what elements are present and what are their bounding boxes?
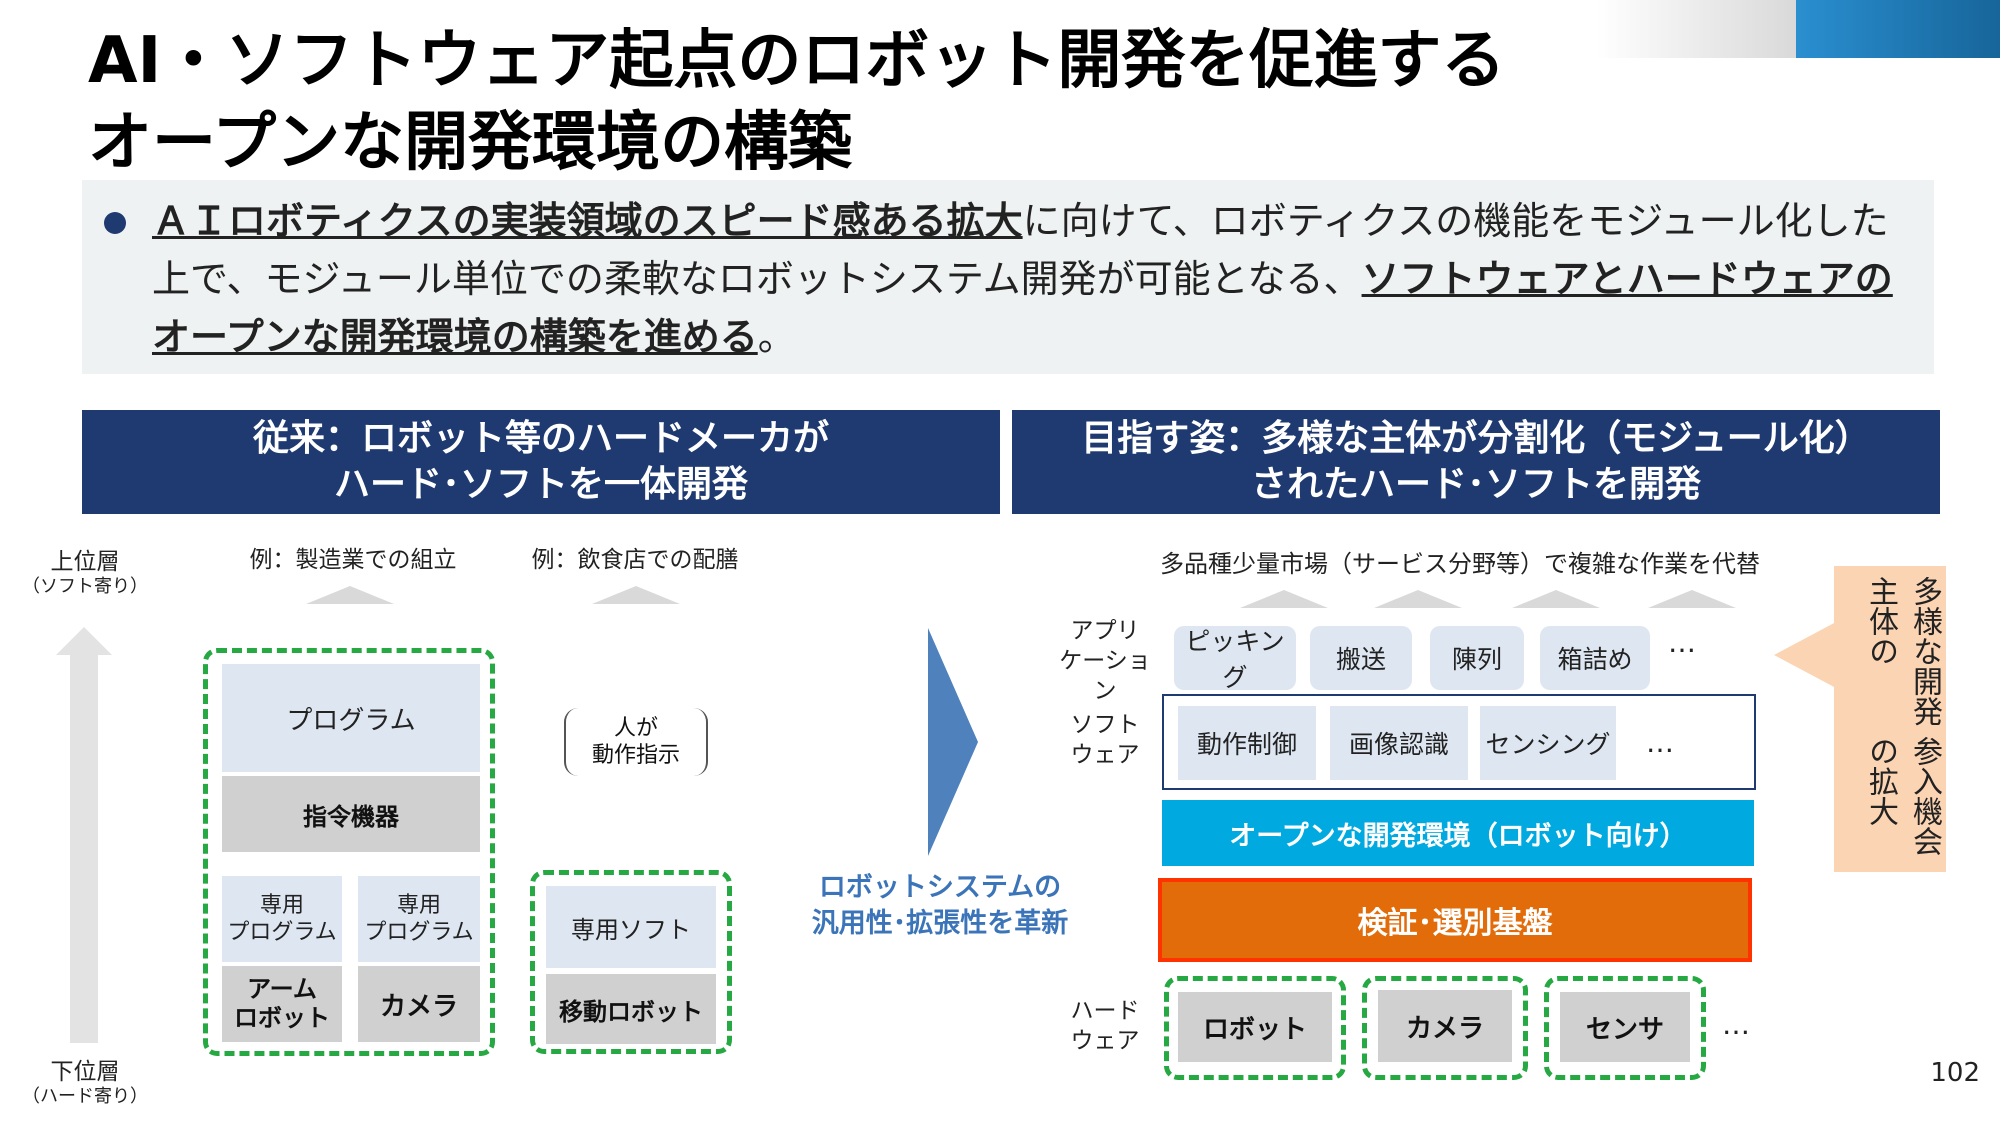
software-module-container: [1162, 694, 1756, 790]
example-restaurant: 例：飲食店での配膳: [531, 547, 739, 573]
upward-triangle-icon: [1240, 590, 1328, 608]
hardware-sensor: センサ: [1560, 992, 1690, 1062]
dedicated-program-box-arm: 専用 プログラム: [222, 876, 342, 962]
app-picking: ピッキング: [1174, 626, 1296, 692]
hardware-layer-label: ハード ウェア: [1070, 998, 1140, 1054]
camera-box-left: カメラ: [358, 966, 480, 1042]
participation-callout: 多様な開発主体の 参入機会の拡大: [1834, 566, 1946, 872]
command-device-box: 指令機器: [222, 776, 480, 852]
right-section-header: 目指す姿：多様な主体が分割化（モジュール化） されたハード･ソフトを開発: [1012, 410, 1940, 514]
page-title: AI・ソフトウェア起点のロボット開発を促進する オープンな開発環境の構築: [88, 20, 1588, 184]
integrated-system-boundary-1: [203, 648, 495, 1056]
hardware-module-boundary-robot: [1164, 976, 1346, 1080]
hardware-module-boundary-camera: [1362, 976, 1528, 1080]
soft-sensing: センシング: [1480, 706, 1616, 780]
right-header-line-1: 目指す姿：多様な主体が分割化（モジュール化）: [1081, 418, 1871, 459]
layer-axis-arrow-icon: [56, 627, 112, 1043]
dedicated-program-box-camera: 専用 プログラム: [358, 876, 480, 962]
transition-arrow-icon: [928, 628, 978, 856]
summary-emphasis-2: ソフトウェアとハードウェアのオープンな開発環境の構築を進める: [152, 257, 1893, 359]
arm-robot-box: アーム ロボット: [222, 966, 342, 1042]
app-boxing: 箱詰め: [1540, 626, 1650, 690]
bullet-icon: [104, 212, 126, 234]
axis-bottom-label: 下位層 （ハード寄り）: [22, 1059, 148, 1107]
mobile-robot-box: 移動ロボット: [546, 974, 716, 1044]
page-number: 102: [1930, 1058, 1980, 1088]
right-header-line-2: されたハード･ソフトを開発: [1250, 464, 1701, 505]
example-manufacturing: 例：製造業での組立: [249, 547, 457, 573]
soft-motion-control: 動作制御: [1178, 706, 1316, 780]
summary-body-1: に向けて、ロボティクスの機能をモジュール化した上で、モジュール単位での柔軟なロボ…: [152, 199, 1889, 301]
left-header-line-2: ハード･ソフトを一体開発: [333, 464, 748, 505]
verification-platform-bar: 検証･選別基盤: [1158, 878, 1752, 962]
left-section-header: 従来：ロボット等のハードメーカが ハード･ソフトを一体開発: [82, 410, 1000, 514]
app-more-ellipsis: …: [1668, 626, 1696, 659]
callout-pointer-icon: [1774, 622, 1836, 688]
soft-image-recognition: 画像認識: [1330, 706, 1468, 780]
software-layer-label: ソフト ウェア: [1070, 712, 1140, 768]
summary-text: ＡＩロボティクスの実装領域のスピード感ある拡大に向けて、ロボティクスの機能をモジ…: [152, 192, 1922, 366]
hardware-camera: カメラ: [1378, 990, 1512, 1062]
hardware-module-boundary-sensor: [1544, 976, 1706, 1080]
summary-panel: [82, 180, 1934, 374]
hardware-more-ellipsis: …: [1722, 1008, 1750, 1041]
callout-line-2: 参入機会の拡大: [1863, 735, 1942, 856]
summary-emphasis-1: ＡＩロボティクスの実装領域のスピード感ある拡大: [152, 199, 1023, 243]
hardware-robot: ロボット: [1178, 992, 1332, 1062]
upward-triangle-icon: [1648, 590, 1736, 608]
app-display: 陳列: [1430, 626, 1524, 690]
open-dev-environment-bar: オープンな開発環境（ロボット向け）: [1162, 800, 1754, 866]
program-box: プログラム: [222, 664, 480, 772]
dedicated-soft-box: 専用ソフト: [546, 886, 716, 968]
axis-top-label: 上位層 （ソフト寄り）: [22, 549, 148, 597]
human-instruction-note: 人が 動作指示: [564, 708, 708, 776]
middle-caption: ロボットシステムの 汎用性･拡張性を革新: [811, 872, 1069, 939]
upward-triangle-icon: [1512, 590, 1600, 608]
title-line-2: オープンな開発環境の構築: [88, 106, 853, 180]
header-decoration-blue: [1796, 0, 2000, 58]
upward-triangle-icon: [1374, 590, 1462, 608]
integrated-system-boundary-2: [530, 870, 732, 1054]
upward-triangle-icon: [592, 586, 680, 604]
application-layer-label: アプリ ケーション: [1059, 618, 1151, 704]
app-transport: 搬送: [1310, 626, 1412, 690]
summary-end: 。: [757, 315, 796, 359]
soft-more-ellipsis: …: [1646, 726, 1674, 759]
upward-triangle-icon: [306, 586, 394, 604]
left-header-line-1: 従来：ロボット等のハードメーカが: [252, 418, 829, 459]
callout-line-1: 多様な開発主体の: [1863, 576, 1942, 726]
market-caption: 多品種少量市場（サービス分野等）で複雑な作業を代替: [1160, 550, 1760, 578]
header-decoration-gradient: [1596, 0, 1796, 58]
title-line-1: AI・ソフトウェア起点のロボット開発を促進する: [88, 24, 1506, 98]
